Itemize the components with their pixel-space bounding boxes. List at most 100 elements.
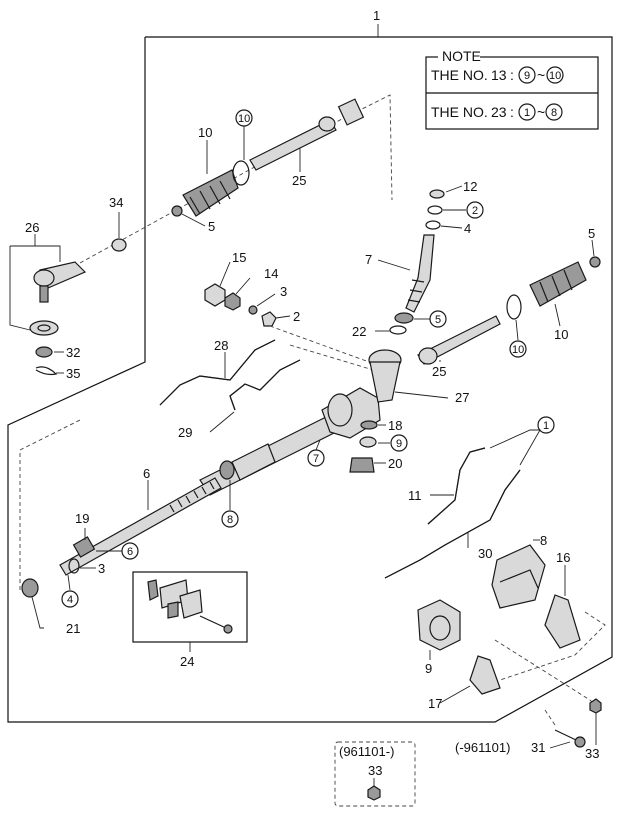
leader-10b (554, 303, 561, 327)
mount-bracket-17 (469, 655, 501, 695)
circled-7a: 7 (313, 453, 319, 465)
right-boot-group: 5 10 10 25 (417, 226, 601, 379)
callout-20: 20 (388, 456, 402, 471)
left-tie-rod-end-group: 26 32 35 34 (9, 94, 393, 381)
note-line2-colon: : (510, 104, 514, 120)
circled-9a-ring (390, 434, 408, 452)
callout-21: 21 (66, 621, 80, 636)
kit-bolt (199, 615, 227, 629)
circled-2a-ring (466, 201, 484, 219)
date-label-to: (-961101) (455, 740, 510, 755)
return-line-inner (229, 359, 301, 411)
note-line1-tilde: ~ (537, 67, 545, 83)
callout-3a: 3 (280, 284, 287, 299)
callout-4a: 4 (464, 221, 471, 236)
feed-line (427, 447, 486, 525)
rack-teeth (169, 481, 215, 513)
callout-12: 12 (463, 179, 477, 194)
callout-14: 14 (264, 266, 278, 281)
callout-18: 18 (388, 418, 402, 433)
callout-25b: 25 (432, 364, 446, 379)
oil-seal (429, 189, 445, 199)
leader-k4a (67, 574, 71, 591)
pinion-shaft (405, 234, 435, 313)
circled-4a: 4 (67, 594, 73, 606)
long-line-inner (384, 469, 521, 579)
bracket-26 (9, 246, 31, 331)
feed-line-inner (427, 447, 486, 525)
leader-k1a (489, 429, 541, 466)
callout-9: 9 (425, 661, 432, 676)
callout-29: 29 (178, 425, 192, 440)
circled-10b-ring (509, 340, 527, 358)
circled-5a: 5 (435, 314, 441, 326)
callout-28: 28 (214, 338, 228, 353)
right-bellows-ribs (539, 269, 573, 303)
rack-guide (19, 419, 81, 590)
end-cap (349, 457, 375, 473)
callout-10b: 10 (554, 327, 568, 342)
feed-lines-group: 11 30 1 (384, 416, 555, 579)
callout-17: 17 (428, 696, 442, 711)
assembly-frame (7, 36, 613, 723)
callout-22: 22 (352, 324, 366, 339)
callout-16: 16 (556, 550, 570, 565)
callout-33a: 33 (368, 763, 382, 778)
circled-6a-ring (121, 542, 139, 560)
line-guide (289, 344, 381, 373)
leader-k7a (315, 439, 321, 451)
valve-body (369, 361, 401, 403)
mounting-hardware-group: (-961101) 31 33 (455, 698, 602, 761)
callout-1: 1 (373, 8, 380, 23)
note-line2-to: 8 (551, 107, 557, 119)
leader-27 (394, 391, 449, 399)
circled-10b: 10 (512, 344, 524, 356)
wire-clip (232, 160, 250, 186)
callout-35: 35 (66, 366, 80, 381)
note-line2-from-circle (518, 103, 536, 121)
circled-10a: 10 (238, 113, 250, 125)
cotter-pin (35, 366, 58, 376)
note-line1-colon: : (510, 67, 514, 83)
circled-1a-ring (537, 416, 555, 434)
mount-guide-b (499, 611, 606, 681)
circled-8a-ring (221, 510, 239, 528)
callout-8: 8 (540, 533, 547, 548)
leader-31 (549, 741, 571, 749)
seal (359, 436, 377, 448)
bolt-guide (544, 709, 556, 726)
callout-34: 34 (109, 195, 123, 210)
mount-guide-a (494, 639, 596, 706)
leader-k10b (515, 319, 519, 341)
circled-5a-ring (429, 310, 447, 328)
right-boot-clamp (589, 256, 601, 268)
rack-group: 6 8 19 6 3 4 21 (19, 419, 239, 636)
note-line2-tilde: ~ (537, 104, 545, 120)
note-line2-prefix: THE NO. (431, 104, 488, 120)
leader-5a (181, 213, 206, 227)
rack-end-housing (337, 98, 365, 126)
snap-ring (427, 205, 443, 215)
kit-bolt-head (223, 624, 233, 634)
tie-rod-stud (39, 285, 49, 303)
callout-2a: 2 (293, 309, 300, 324)
fittings-group: 15 14 3 2 (204, 250, 381, 367)
tie-rod-boot-inner (37, 324, 51, 332)
bellows-ribs (189, 180, 231, 215)
note-line1-from-circle (518, 66, 536, 84)
leader-15 (219, 261, 231, 287)
adjust-nut (224, 292, 241, 311)
rack-bushing (219, 460, 235, 480)
callout-10a: 10 (198, 125, 212, 140)
alt-nut-box: (961101-) 33 (334, 741, 416, 807)
callout-7: 7 (365, 252, 372, 267)
note-line1-from: 9 (524, 70, 530, 82)
circled-7a-ring (307, 449, 325, 467)
rack-stopper (21, 578, 39, 598)
callout-15: 15 (232, 250, 246, 265)
rack-o-ring (68, 558, 80, 574)
mount-bracket-16 (544, 594, 581, 649)
lock-plate (204, 283, 226, 307)
tie-rod-ball (33, 269, 55, 287)
